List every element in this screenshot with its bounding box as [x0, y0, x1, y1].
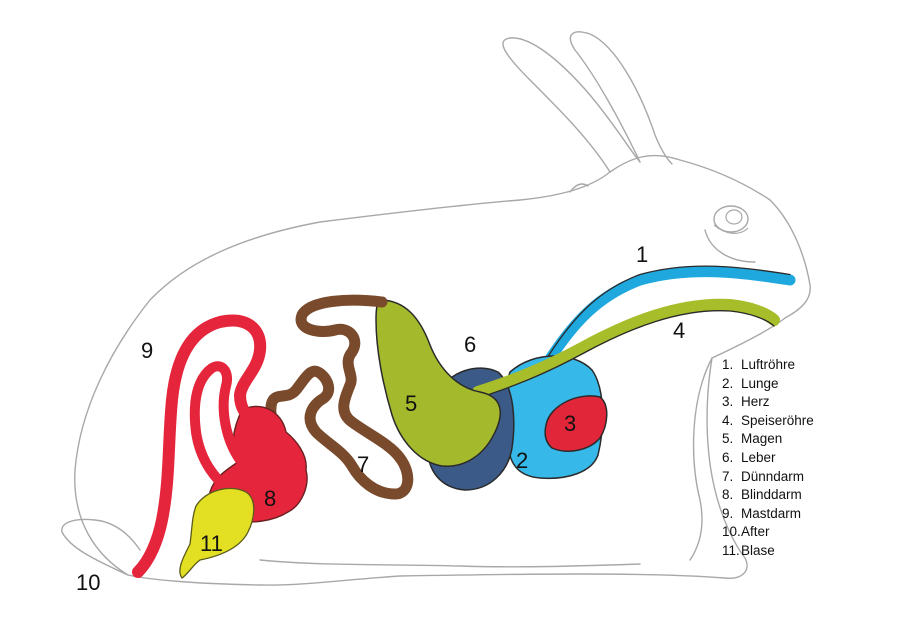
- legend-number: 1.: [722, 357, 734, 372]
- rabbit-eye: [713, 205, 749, 234]
- label-5: 5: [405, 391, 417, 416]
- trachea-outline: [547, 265, 791, 358]
- legend-text: Blinddarm: [741, 487, 802, 503]
- bladder: [179, 487, 255, 579]
- legend-item: 7. Dünndarm: [722, 468, 814, 487]
- legend-item: 3. Herz: [722, 393, 814, 412]
- legend-item: 1. Luftröhre: [722, 356, 814, 375]
- legend-number: 11.: [722, 542, 740, 558]
- legend-text: Magen: [741, 431, 783, 447]
- legend-number: 5.: [722, 431, 734, 447]
- legend-item: 8. Blinddarm: [722, 486, 814, 505]
- legend-text: Mastdarm: [741, 505, 802, 521]
- stomach: [375, 299, 501, 467]
- legend-text: Blase: [741, 542, 775, 558]
- rabbit-cheek-outline: [704, 229, 756, 263]
- legend-text: Lunge: [741, 375, 779, 391]
- rabbit-outline: [61, 31, 811, 586]
- legend-item: 2. Lunge: [722, 375, 814, 394]
- trachea: [542, 266, 796, 368]
- rabbit-eye-inner: [725, 209, 743, 225]
- legend-number: 3.: [722, 394, 734, 410]
- legend-number: 4.: [722, 412, 734, 428]
- rabbit-neck-fur-outline: [569, 183, 589, 193]
- label-8: 8: [264, 486, 276, 511]
- label-2: 2: [516, 448, 528, 473]
- legend-number: 7.: [722, 468, 734, 484]
- label-10: 10: [76, 570, 100, 595]
- legend-text: Dünndarm: [741, 468, 805, 484]
- legend-item: 10.After: [722, 523, 814, 542]
- label-4: 4: [673, 318, 685, 343]
- legend-item: 4. Speiseröhre: [722, 412, 814, 431]
- label-6: 6: [464, 332, 476, 357]
- rabbit-eye-lid: [713, 224, 749, 234]
- legend-number: 2.: [722, 375, 734, 391]
- rabbit-body-outline: [74, 154, 811, 586]
- legend-text: Leber: [741, 449, 776, 465]
- legend-number: 10.: [722, 524, 741, 540]
- label-3: 3: [564, 411, 576, 436]
- small-intestine: [264, 294, 414, 500]
- label-1: 1: [636, 242, 648, 267]
- label-11: 11: [200, 531, 223, 556]
- legend-text: Speiseröhre: [741, 412, 814, 428]
- rabbit-ear-back-outline: [502, 37, 641, 173]
- rabbit-belly-fur-outline: [259, 559, 641, 568]
- rabbit-ear-front-outline: [569, 31, 673, 165]
- rectum-inner-loop: [189, 361, 245, 497]
- label-9: 9: [141, 338, 153, 363]
- legend-text: Luftröhre: [741, 357, 796, 372]
- legend-text: After: [741, 524, 770, 540]
- heart: [544, 395, 608, 452]
- legend-item: 11.Blase: [722, 542, 814, 561]
- esophagus: [472, 298, 780, 398]
- label-7: 7: [357, 452, 369, 477]
- legend-number: 9.: [722, 505, 734, 521]
- legend-item: 5. Magen: [722, 430, 814, 449]
- legend-item: 9. Mastdarm: [722, 505, 814, 524]
- rabbit-eye-outline: [713, 205, 749, 233]
- esophagus-outline: [477, 310, 775, 399]
- rabbit-front-leg-outline: [689, 357, 713, 561]
- rectum: [132, 314, 268, 578]
- number-labels: 1 2 3 4 5 6 7 8 9 10 11: [76, 242, 685, 595]
- rabbit-hind-foot-outline: [61, 518, 141, 576]
- legend-item: 6. Leber: [722, 449, 814, 468]
- legend-number: 6.: [722, 449, 734, 465]
- legend-text: Herz: [741, 394, 770, 410]
- legend-number: 8.: [722, 487, 734, 503]
- organ-legend: 1. Luftröhre 2. Lunge 3. Herz 4. Speiseröhre…: [722, 356, 814, 561]
